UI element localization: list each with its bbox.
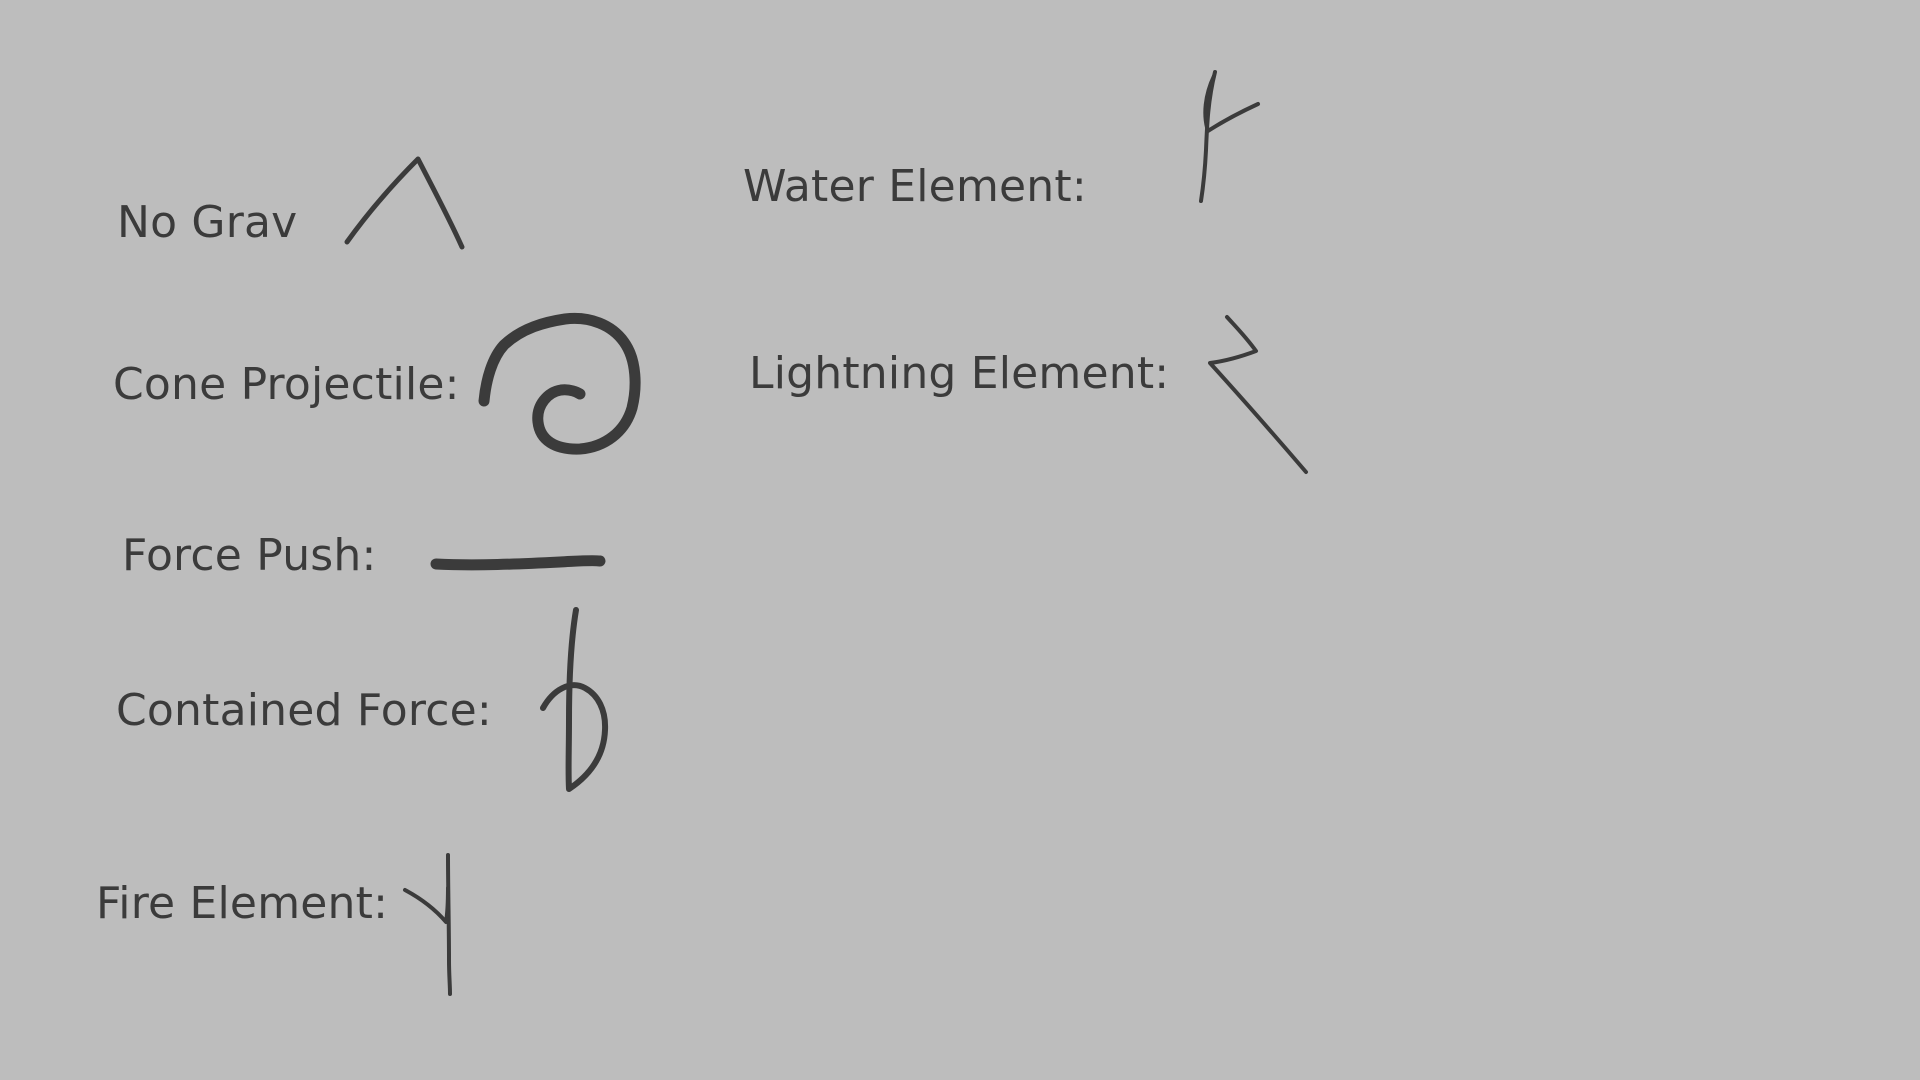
label-lightning-element: Lightning Element: (749, 348, 1170, 399)
fire-rune-icon (403, 853, 452, 996)
spiral-rune-icon (478, 312, 641, 455)
label-contained-force: Contained Force: (116, 685, 492, 736)
caret-glyph-icon (344, 156, 465, 250)
label-fire-element: Fire Element: (96, 878, 389, 929)
lightning-rune-icon (1208, 315, 1308, 474)
horizontal-line-rune-icon (430, 555, 606, 571)
water-rune-icon (1199, 70, 1260, 203)
contained-force-rune-icon (540, 607, 609, 792)
label-no-grav: No Grav (117, 197, 298, 248)
label-force-push: Force Push: (122, 530, 377, 581)
label-cone-projectile: Cone Projectile: (113, 359, 460, 410)
label-water-element: Water Element: (743, 161, 1087, 212)
